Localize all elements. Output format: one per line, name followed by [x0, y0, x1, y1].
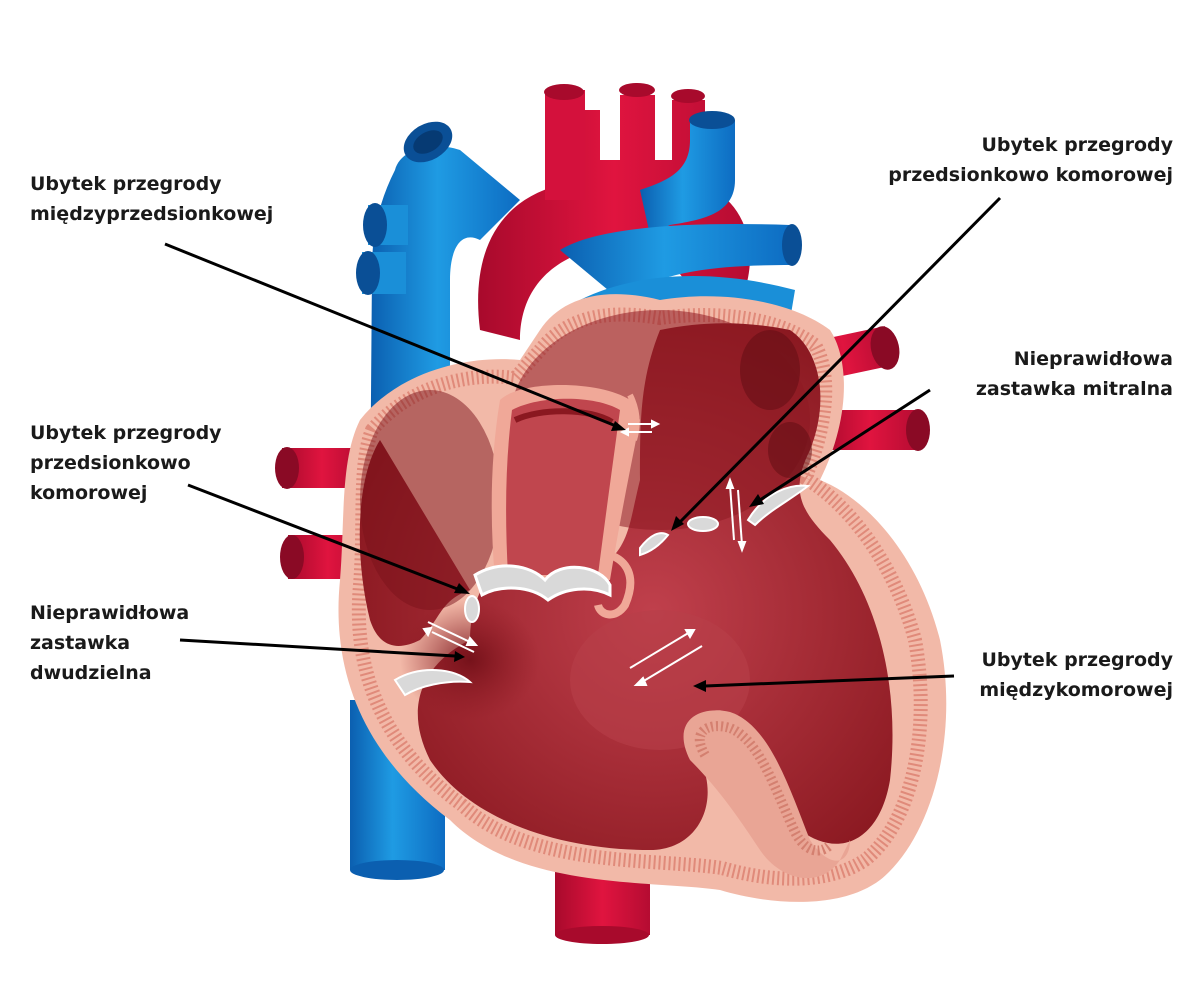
leader-line-avsd-right: [678, 196, 1002, 524]
pulmonary-trunk: [491, 385, 640, 580]
label-mitral-valve: Nieprawidłowa zastawka mitralna: [975, 348, 1173, 400]
shunt-arrows: [422, 419, 747, 686]
valves: [393, 393, 811, 697]
label-ventricular-septal-defect: Ubytek przegrody międzykomorowej: [979, 649, 1173, 701]
label-avsd-right: Ubytek przegrody przedsionkowo komorowej: [888, 134, 1173, 186]
aortic-arch: [478, 83, 751, 340]
leader-line-atrial-septal: [164, 242, 617, 428]
label-atrial-septal-defect: Ubytek przegrody międzyprzedsionkowej: [30, 173, 274, 225]
label-avsd-left: Ubytek przegrody przedsionkowo komorowej: [30, 422, 222, 504]
leader-line-ventricular-septal: [704, 674, 955, 688]
leader-lines: [164, 196, 1002, 688]
leader-line-avsd-left: [187, 483, 461, 592]
heart-chambers: [359, 310, 893, 850]
leader-line-mitral: [759, 388, 931, 502]
leader-arrowheads: [454, 421, 764, 692]
leader-line-bicuspid: [179, 638, 456, 658]
label-bicuspid-valve: Nieprawidłowa zastawka dwudzielna: [30, 602, 190, 684]
interventricular-septum: [683, 710, 850, 879]
